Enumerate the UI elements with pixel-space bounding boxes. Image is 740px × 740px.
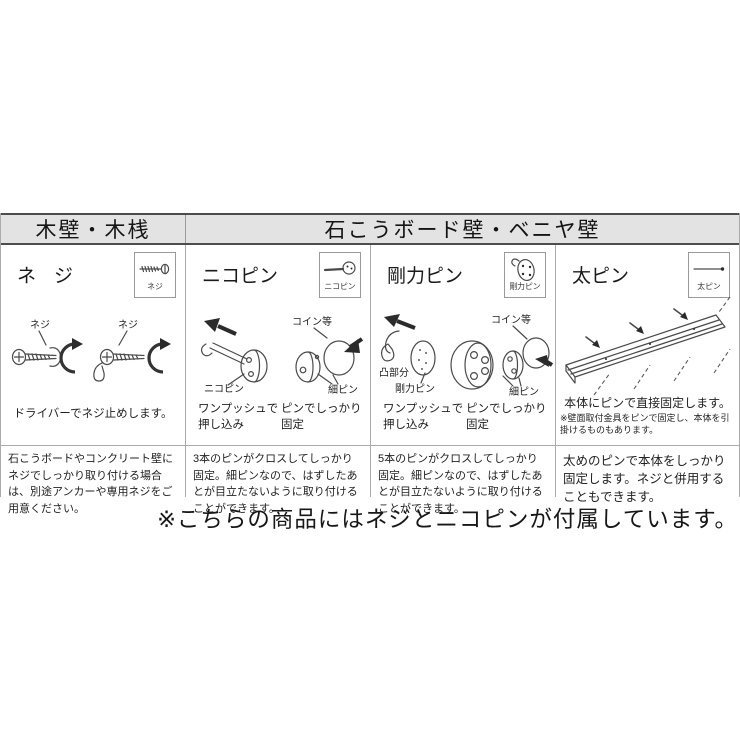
column-gouriki-pin: 剛力ピン 剛力ピン xyxy=(371,245,556,515)
included-parts-note: ※こちらの商品にはネジとニコピンが付属しています。 xyxy=(157,507,738,532)
screw-caption: ドライバーでネジ止めします。 xyxy=(13,408,173,420)
thickpin-note: ※壁面取付金具をピンで固定し、本体を引掛けるものもあります。 xyxy=(560,413,730,436)
screw-icon-label: ネジ xyxy=(147,281,163,291)
gouriki-icon-box: 剛力ピン xyxy=(504,252,546,298)
gouriki-protrusion-label: 凸部分 xyxy=(379,366,409,379)
column-screw: ネジ ネジ ネジ xyxy=(1,245,186,515)
header-board-wall: 石こうボード壁・ベニヤ壁 xyxy=(324,219,601,242)
screw-install-diagram: ネジ ネジ xyxy=(11,319,171,382)
nikopin-description: 3本のピンがクロスしてしっかり固定。細ピンなので、はずしたあとが目立たないように… xyxy=(186,445,370,515)
thickpin-icon-box: 太ピン xyxy=(688,252,730,298)
nikopin-icon-label: ニコピン xyxy=(324,281,356,291)
thickpin-caption: 本体にピンで直接固定します。 xyxy=(564,396,731,410)
screw-cell-body: ネジ ネジ ネジ xyxy=(1,245,185,445)
column-thick-pin: 太ピン 太ピン xyxy=(556,245,739,504)
nikopin-icon xyxy=(323,261,356,275)
nikopin-title: ニコピン xyxy=(202,266,279,287)
screw-label-right: ネジ xyxy=(118,319,138,331)
nikopin-label: ニコピン xyxy=(204,383,244,395)
thick-pin-icon xyxy=(693,267,725,271)
gouriki-caption-push: ワンプッシュで 押し込み xyxy=(383,403,464,432)
screw-icon xyxy=(139,263,170,275)
nikopin-cell-body: ニコピン ニコピン ニコピン xyxy=(186,245,370,445)
nikopin-thinpin-label: 細ピン xyxy=(328,383,358,396)
screw-icon-box: ネジ xyxy=(134,252,176,298)
gouriki-cell-body: 剛力ピン 剛力ピン xyxy=(371,245,555,445)
nikopin-caption-push: ワンプッシュで 押し込み xyxy=(198,403,279,432)
gouriki-install-diagram: 凸部分 剛力ピン コイン等 細ピン xyxy=(379,313,554,398)
gouriki-description: 5本のピンがクロスしてしっかり固定。細ピンなので、はずしたあとが目立たないように… xyxy=(371,445,555,515)
gouriki-title: 剛力ピン xyxy=(387,266,464,287)
table-header-row: 木壁・木桟 石こうボード壁・ベニヤ壁 xyxy=(1,213,739,245)
thickpin-install-diagram xyxy=(565,296,731,396)
header-wood-wall: 木壁・木桟 xyxy=(1,215,186,243)
gouriki-thinpin-label: 細ピン xyxy=(509,385,539,398)
screw-label-left: ネジ xyxy=(30,319,50,331)
nikopin-icon-box: ニコピン xyxy=(319,252,361,298)
gouriki-icon-label: 剛力ピン xyxy=(509,281,541,291)
column-nikopin: ニコピン ニコピン ニコピン xyxy=(186,245,371,515)
thickpin-icon-label: 太ピン xyxy=(697,281,721,291)
screw-title: ネジ xyxy=(17,266,92,287)
thickpin-description: 太めのピンで本体をしっかり固定します。ネジと併用することもできます。 xyxy=(556,445,739,504)
nikopin-install-diagram: ニコピン コイン等 細ピン xyxy=(200,315,364,396)
nikopin-coin-label: コイン等 xyxy=(292,315,332,328)
gouriki-coin-label: コイン等 xyxy=(491,313,531,326)
gouriki-pin-icon xyxy=(511,258,535,282)
nikopin-caption-fix: ピンでしっかり 固定 xyxy=(281,403,362,432)
gouriki-caption-fix: ピンでしっかり 固定 xyxy=(466,403,547,432)
gouriki-pin-label: 剛力ピン xyxy=(395,382,435,395)
thickpin-title: 太ピン xyxy=(572,266,630,287)
screw-description: 石こうボードやコンクリート壁にネジでしっかり取り付ける場合は、別途アンカーや専用… xyxy=(1,445,185,515)
thickpin-cell-body: 太ピン 太ピン xyxy=(556,245,739,445)
mounting-methods-table: 木壁・木桟 石こうボード壁・ベニヤ壁 ネジ ネジ ネジ xyxy=(0,213,740,515)
